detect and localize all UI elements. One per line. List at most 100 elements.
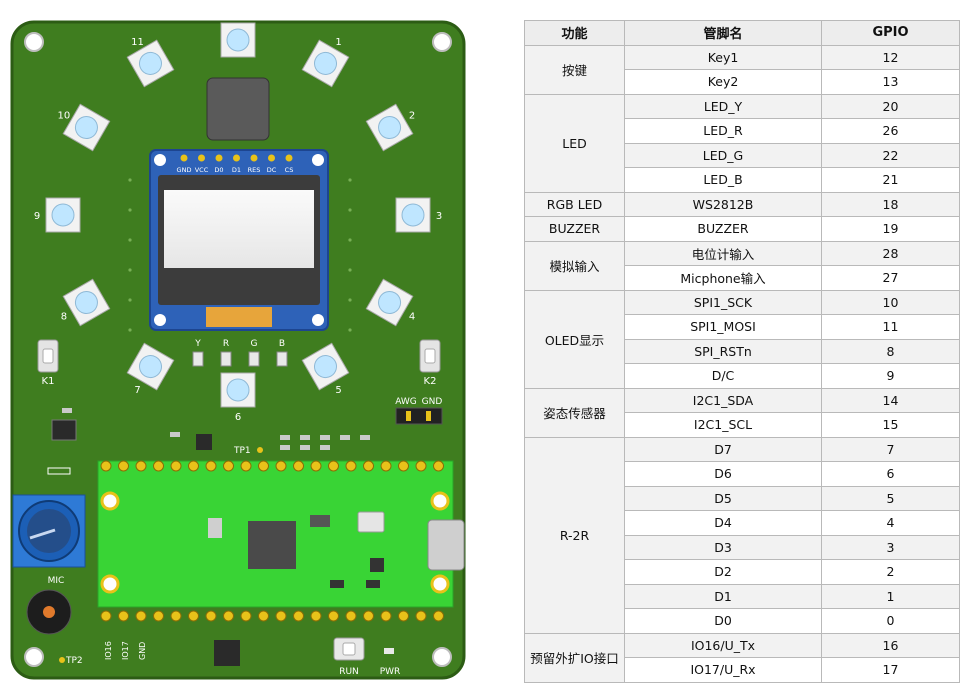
key2-button[interactable] (419, 339, 441, 373)
pico-board (97, 460, 465, 608)
header-pin (188, 610, 199, 622)
microphone (26, 589, 72, 635)
header-pin (100, 460, 112, 472)
header-pin (188, 460, 199, 472)
oled-pin-pad (268, 154, 275, 162)
awg-label: AWG (395, 397, 417, 407)
run-button[interactable] (333, 637, 365, 661)
function-cell: OLED显示 (524, 289, 625, 389)
ring-led (62, 103, 111, 152)
header-pin (258, 460, 269, 472)
pin-name-cell: D5 (624, 485, 822, 511)
header-pin (118, 460, 129, 472)
ring-led (126, 342, 175, 391)
header-pin (415, 460, 427, 472)
pin-name-cell: LED_G (624, 142, 822, 168)
gpio-cell: 10 (821, 289, 960, 315)
pin-name-cell: IO16/U_Tx (624, 632, 822, 658)
oled-pin-pad (285, 154, 293, 162)
usb-port (427, 519, 465, 571)
ring-led-label: 8 (61, 312, 67, 323)
ring-led-label: 3 (436, 211, 442, 222)
indicator-led-label: B (279, 339, 285, 349)
ring-led-label: 11 (131, 37, 144, 48)
key1-button[interactable] (37, 339, 59, 373)
header-pin (328, 610, 339, 622)
gpio-cell: 8 (821, 338, 960, 364)
amplifier-chip (214, 640, 240, 666)
ring-led-label: 12 (232, 20, 245, 21)
indicator-led (220, 351, 232, 367)
gpio-cell: 14 (821, 387, 960, 413)
gpio-cell: 0 (821, 608, 960, 634)
rp2040-chip (248, 521, 296, 569)
ring-led (365, 103, 414, 152)
ring-led-label: 10 (58, 111, 71, 122)
indicator-led-label: G (251, 339, 258, 349)
function-cell: BUZZER (524, 216, 625, 242)
pin-name-cell: D0 (624, 608, 822, 634)
gpio-cell: 20 (821, 93, 960, 119)
header-pin (310, 610, 322, 622)
mic-label: MIC (48, 576, 65, 586)
pico-pin-headers (100, 460, 444, 622)
potentiometer[interactable] (12, 494, 86, 568)
indicator-led-label: Y (194, 339, 201, 349)
header-pin (328, 460, 339, 472)
header-pin (380, 610, 392, 622)
gpio-cell: 12 (821, 44, 960, 70)
gpio-cell: 5 (821, 485, 960, 511)
function-cell: R-2R (524, 436, 625, 634)
io17-label: IO17 (121, 641, 130, 660)
header-pin (415, 610, 427, 622)
header-pin (310, 460, 322, 472)
gpio-cell: 2 (821, 559, 960, 585)
function-cell: RGB LED (524, 191, 625, 217)
oled-pin-label: VCC (195, 166, 209, 174)
pin-name-cell: D3 (624, 534, 822, 560)
oled-pin-label: GND (177, 166, 192, 174)
header-pin (293, 610, 304, 622)
gpio-cell: 27 (821, 265, 960, 291)
gpio-cell: 9 (821, 363, 960, 389)
ring-led (45, 197, 81, 233)
header-pin (345, 460, 357, 472)
header-pin-name: 管脚名 (624, 20, 822, 46)
ring-led (62, 278, 111, 327)
pwr-label: PWR (380, 667, 401, 677)
awg-gnd-jumper[interactable] (395, 407, 443, 425)
indicator-led (248, 351, 260, 367)
oled-pin-label: CS (285, 166, 294, 174)
header-pin (170, 610, 182, 622)
oled-screen (164, 190, 314, 268)
header-pin (153, 610, 164, 622)
gpio-cell: 17 (821, 657, 960, 683)
ring-led (301, 342, 350, 391)
header-pin (135, 460, 147, 472)
function-cell: 姿态传感器 (524, 387, 625, 438)
smd-parts (62, 408, 370, 450)
ring-led (365, 278, 414, 327)
header-pin (433, 460, 444, 472)
buzzer (206, 77, 270, 141)
gnd-label: GND (422, 397, 443, 407)
gpio-cell: 13 (821, 69, 960, 95)
gpio-cell: 4 (821, 510, 960, 536)
oled-pin-pad (233, 154, 240, 162)
